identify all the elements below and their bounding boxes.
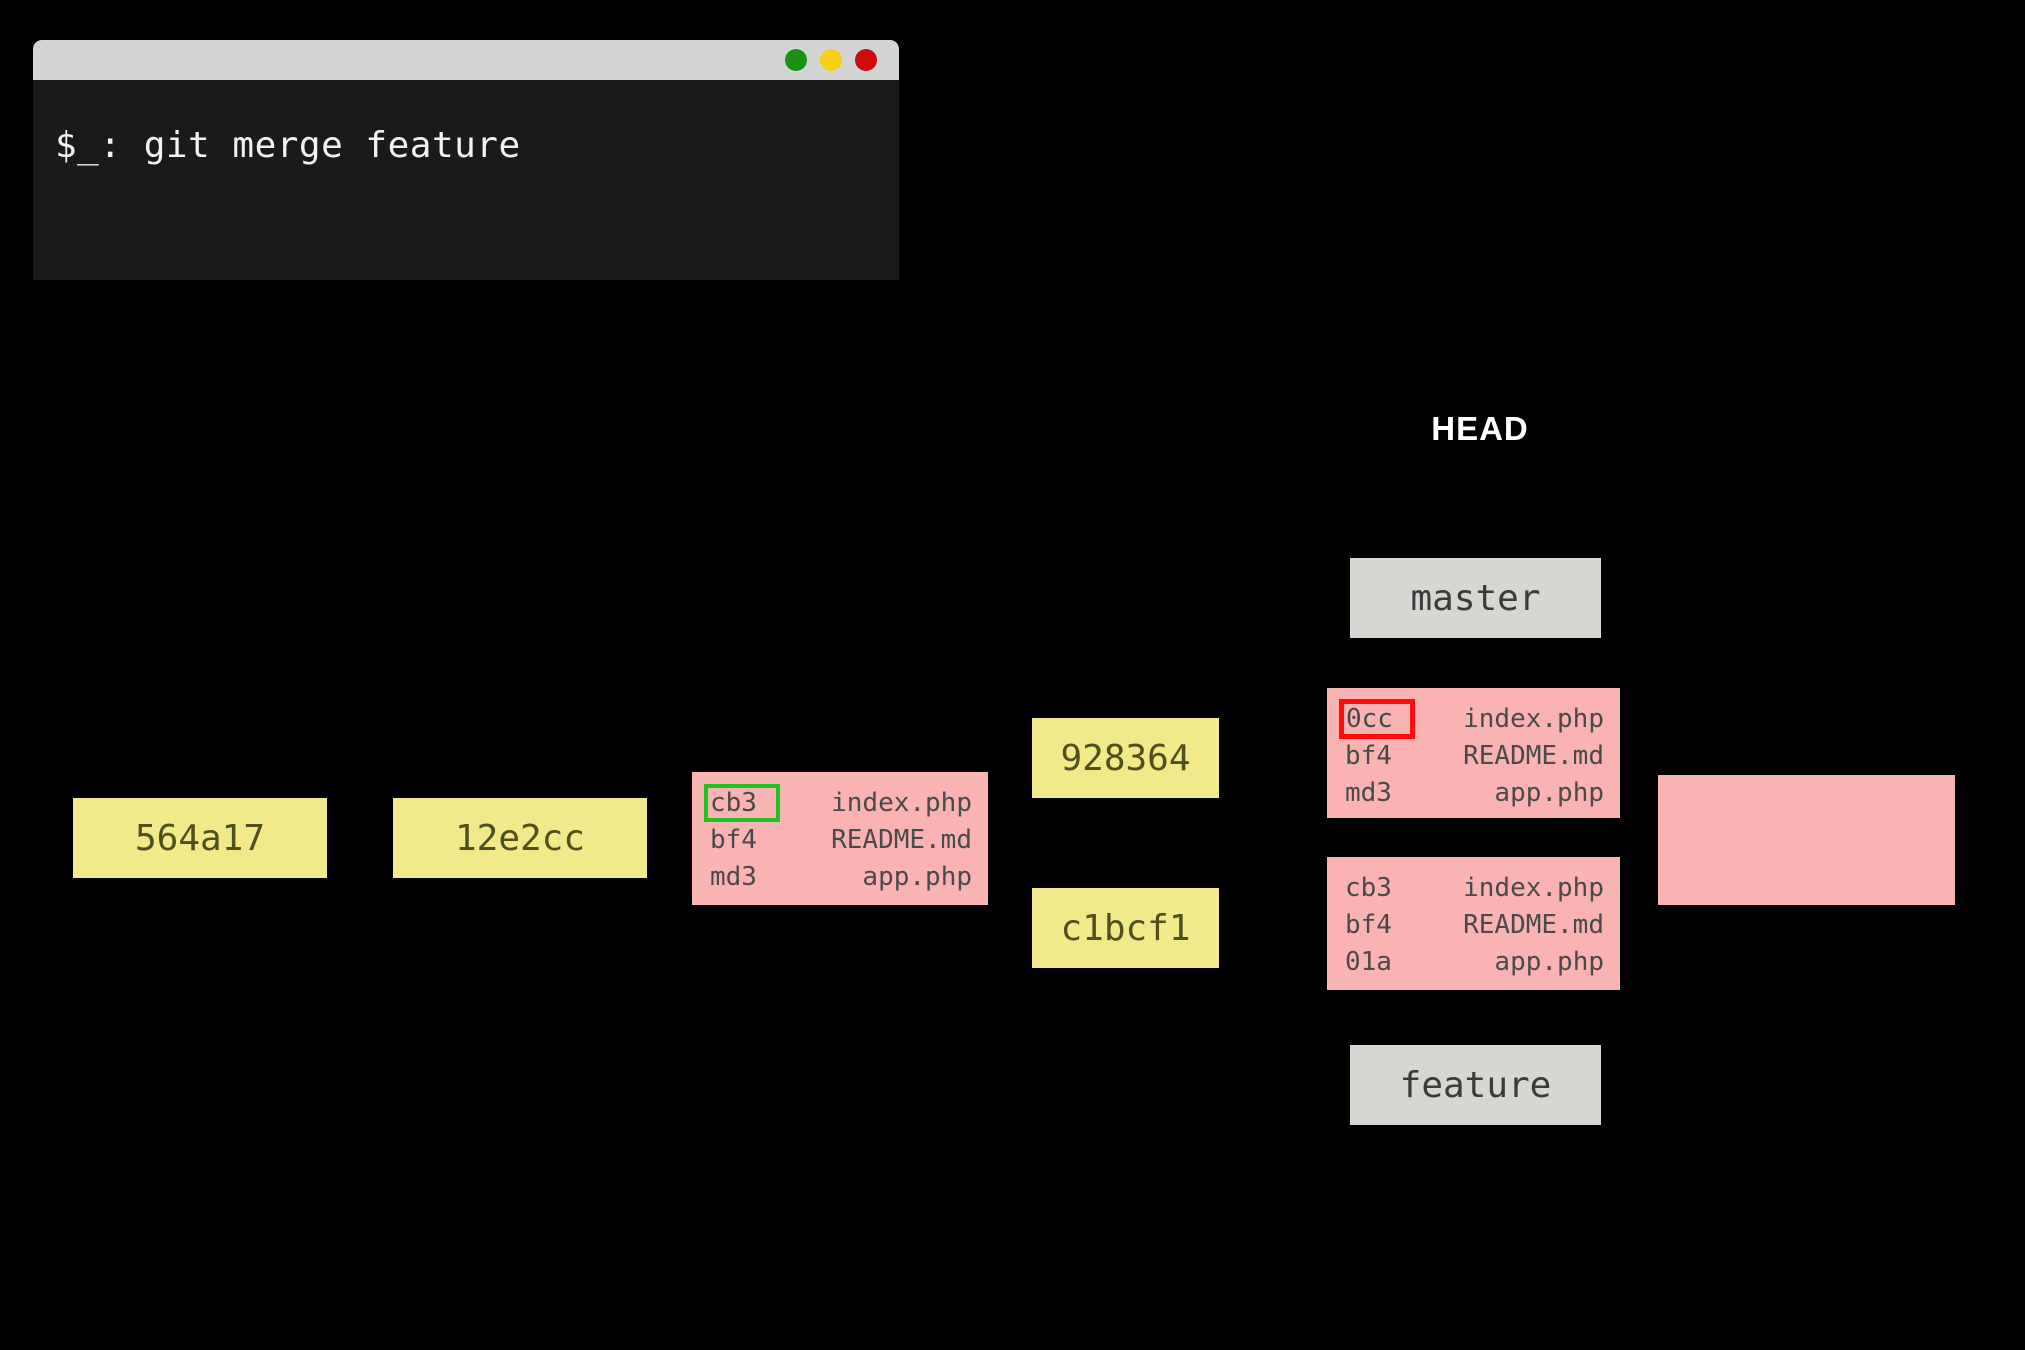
terminal-window: $_: git merge feature bbox=[33, 40, 899, 280]
blob-filename: app.php bbox=[862, 861, 972, 892]
close-button-icon[interactable] bbox=[855, 49, 877, 71]
blob-hash: md3 bbox=[710, 861, 757, 892]
blob-hash: cb3 bbox=[1345, 872, 1392, 903]
head-pointer-label: HEAD bbox=[1431, 410, 1529, 447]
commit-node-12e2cc[interactable]: 12e2cc bbox=[393, 798, 647, 878]
tree-row: bf4 README.md bbox=[1341, 737, 1610, 774]
tree-node-empty-placeholder[interactable] bbox=[1658, 775, 1955, 905]
blob-filename: index.php bbox=[831, 787, 972, 818]
commit-node-564a17[interactable]: 564a17 bbox=[73, 798, 327, 878]
tree-row: bf4 README.md bbox=[1341, 906, 1610, 943]
terminal-titlebar[interactable] bbox=[33, 40, 899, 80]
tree-node-0cc[interactable]: 0cc index.php bf4 README.md md3 app.php bbox=[1327, 688, 1620, 818]
branch-label-master[interactable]: master bbox=[1350, 558, 1601, 638]
tree-node-cb3-master[interactable]: cb3 index.php bf4 README.md md3 app.php bbox=[692, 772, 988, 905]
blob-hash: bf4 bbox=[1345, 909, 1392, 940]
window-controls bbox=[785, 49, 877, 71]
tree-row: cb3 index.php bbox=[704, 783, 978, 822]
tree-row: md3 app.php bbox=[706, 858, 978, 895]
minimize-button-icon[interactable] bbox=[785, 49, 807, 71]
tree-row: 01a app.php bbox=[1341, 943, 1610, 980]
blob-filename: README.md bbox=[831, 824, 972, 855]
blob-filename: index.php bbox=[1463, 872, 1604, 903]
blob-hash: bf4 bbox=[1345, 740, 1392, 771]
blob-hash: 01a bbox=[1345, 946, 1392, 977]
tree-row: bf4 README.md bbox=[706, 821, 978, 858]
blob-filename: app.php bbox=[1494, 946, 1604, 977]
blob-hash: bf4 bbox=[710, 824, 757, 855]
commit-node-c1bcf1[interactable]: c1bcf1 bbox=[1032, 888, 1219, 968]
terminal-command-line: $_: git merge feature bbox=[55, 125, 521, 166]
blob-hash: 0cc bbox=[1339, 698, 1415, 739]
tree-row: 0cc index.php bbox=[1339, 698, 1610, 739]
maximize-button-icon[interactable] bbox=[820, 49, 842, 71]
terminal-body[interactable]: $_: git merge feature bbox=[33, 80, 899, 280]
branch-label-feature[interactable]: feature bbox=[1350, 1045, 1601, 1125]
tree-node-cb3-feature[interactable]: cb3 index.php bf4 README.md 01a app.php bbox=[1327, 857, 1620, 990]
blob-hash: cb3 bbox=[704, 783, 780, 822]
tree-row: cb3 index.php bbox=[1341, 869, 1610, 906]
commit-node-928364[interactable]: 928364 bbox=[1032, 718, 1219, 798]
blob-filename: README.md bbox=[1463, 740, 1604, 771]
blob-filename: index.php bbox=[1463, 703, 1604, 734]
blob-filename: app.php bbox=[1494, 777, 1604, 808]
blob-filename: README.md bbox=[1463, 909, 1604, 940]
tree-row: md3 app.php bbox=[1341, 774, 1610, 811]
blob-hash: md3 bbox=[1345, 777, 1392, 808]
